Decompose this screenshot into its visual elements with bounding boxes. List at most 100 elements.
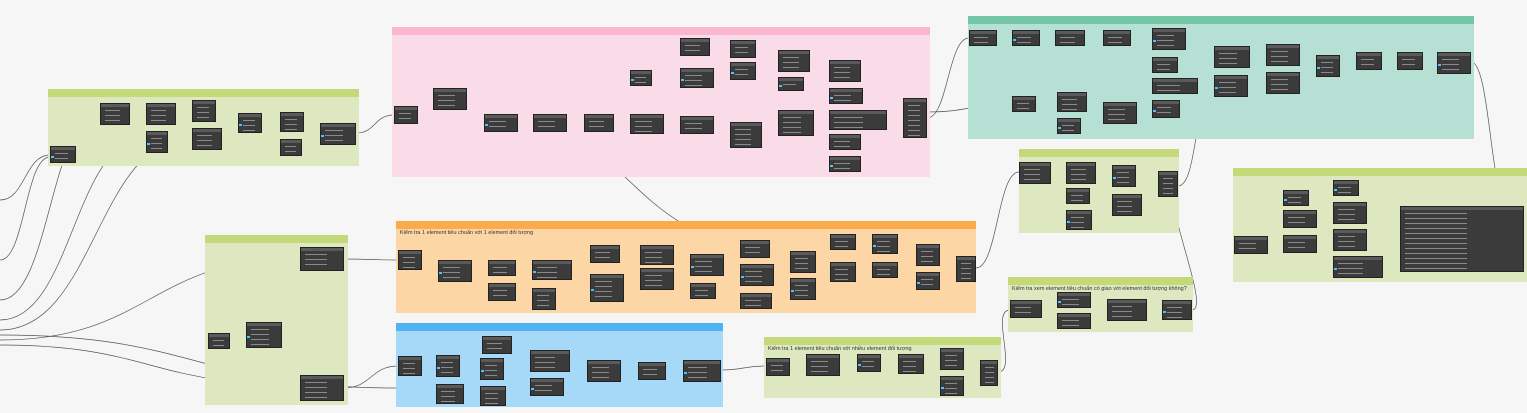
- node-header[interactable]: [1067, 211, 1091, 214]
- node-header[interactable]: [941, 349, 963, 352]
- graph-node[interactable]: [1066, 162, 1096, 184]
- node-header[interactable]: [1153, 101, 1179, 104]
- node-header[interactable]: [639, 363, 665, 366]
- graph-node[interactable]: [1112, 165, 1136, 187]
- node-header[interactable]: [193, 101, 215, 104]
- node-header[interactable]: [301, 376, 343, 379]
- node-header[interactable]: [1058, 314, 1090, 317]
- node-port[interactable]: [239, 124, 242, 126]
- node-port[interactable]: [321, 135, 324, 137]
- node-header[interactable]: [399, 357, 421, 360]
- node-header[interactable]: [437, 356, 459, 359]
- group-header[interactable]: [1019, 149, 1179, 157]
- node-port[interactable]: [533, 271, 536, 273]
- node-header[interactable]: [941, 377, 963, 380]
- node-port[interactable]: [485, 124, 488, 126]
- node-header[interactable]: [741, 294, 771, 297]
- node-port[interactable]: [247, 336, 250, 338]
- node-header[interactable]: [1067, 189, 1089, 192]
- graph-node[interactable]: [630, 114, 664, 134]
- graph-node[interactable]: [590, 245, 620, 263]
- graph-node[interactable]: [587, 360, 621, 382]
- node-header[interactable]: [1058, 119, 1080, 122]
- node-header[interactable]: [1104, 103, 1136, 106]
- graph-node[interactable]: [916, 272, 940, 290]
- node-header[interactable]: [591, 246, 619, 249]
- graph-node[interactable]: [638, 362, 666, 380]
- group-header[interactable]: [968, 16, 1474, 24]
- graph-node[interactable]: [533, 114, 567, 132]
- graph-node[interactable]: [1333, 180, 1359, 196]
- graph-node[interactable]: [740, 240, 770, 258]
- graph-node[interactable]: [1055, 30, 1085, 46]
- graph-node[interactable]: [916, 244, 940, 266]
- graph-node[interactable]: [1066, 188, 1090, 204]
- graph-node[interactable]: [1283, 210, 1317, 228]
- graph-node[interactable]: [740, 293, 772, 309]
- graph-node[interactable]: [1214, 75, 1248, 97]
- graph-node[interactable]: [680, 116, 714, 134]
- graph-node[interactable]: [433, 88, 467, 110]
- graph-node[interactable]: [1437, 52, 1471, 74]
- node-header[interactable]: [1153, 29, 1185, 32]
- node-port[interactable]: [791, 290, 794, 292]
- node-header[interactable]: [641, 269, 673, 272]
- node-header[interactable]: [904, 99, 926, 102]
- node-header[interactable]: [147, 104, 175, 107]
- node-header[interactable]: [641, 246, 673, 249]
- node-header[interactable]: [1215, 47, 1249, 50]
- node-header[interactable]: [899, 355, 923, 358]
- graph-node[interactable]: [320, 123, 356, 145]
- node-header[interactable]: [1334, 230, 1366, 233]
- node-header[interactable]: [489, 284, 515, 287]
- graph-node[interactable]: [1158, 171, 1178, 197]
- node-header[interactable]: [1398, 53, 1422, 56]
- graph-node[interactable]: [956, 256, 976, 282]
- graph-node[interactable]: [1234, 236, 1268, 254]
- node-header[interactable]: [439, 261, 471, 264]
- node-header[interactable]: [1357, 53, 1381, 56]
- node-header[interactable]: [588, 361, 620, 364]
- graph-node[interactable]: [192, 100, 216, 122]
- node-header[interactable]: [830, 111, 886, 114]
- graph-node[interactable]: [1162, 300, 1192, 320]
- node-header[interactable]: [830, 61, 860, 64]
- node-header[interactable]: [1284, 236, 1316, 239]
- node-port[interactable]: [1058, 301, 1061, 303]
- node-header[interactable]: [591, 275, 623, 278]
- graph-node[interactable]: [740, 264, 774, 286]
- graph-node[interactable]: [1103, 30, 1131, 46]
- node-header[interactable]: [321, 124, 355, 127]
- graph-node[interactable]: [1107, 299, 1147, 321]
- node-header[interactable]: [873, 263, 897, 266]
- node-port[interactable]: [873, 245, 876, 247]
- node-header[interactable]: [301, 248, 343, 251]
- node-header[interactable]: [830, 89, 862, 92]
- graph-node[interactable]: [208, 333, 230, 349]
- graph-node[interactable]: [872, 234, 898, 254]
- node-port[interactable]: [1215, 87, 1218, 89]
- graph-node[interactable]: [829, 156, 861, 172]
- graph-node[interactable]: [1057, 92, 1087, 112]
- graph-node[interactable]: [1316, 55, 1340, 77]
- node-header[interactable]: [1113, 195, 1141, 198]
- graph-node[interactable]: [829, 134, 861, 150]
- graph-node[interactable]: [484, 114, 518, 132]
- graph-node[interactable]: [1019, 162, 1051, 184]
- graph-node[interactable]: [830, 234, 856, 250]
- node-port[interactable]: [741, 276, 744, 278]
- node-header[interactable]: [858, 355, 880, 358]
- node-header[interactable]: [1215, 76, 1247, 79]
- graph-node[interactable]: [436, 384, 464, 404]
- graph-node[interactable]: [584, 114, 614, 132]
- node-header[interactable]: [1113, 166, 1135, 169]
- graph-node[interactable]: [1400, 206, 1524, 272]
- graph-node[interactable]: [790, 251, 816, 273]
- graph-node[interactable]: [829, 110, 887, 130]
- node-header[interactable]: [741, 265, 773, 268]
- graph-node[interactable]: [680, 68, 714, 88]
- graph-node[interactable]: [969, 30, 997, 46]
- node-port[interactable]: [731, 72, 734, 74]
- graph-node[interactable]: [398, 250, 422, 270]
